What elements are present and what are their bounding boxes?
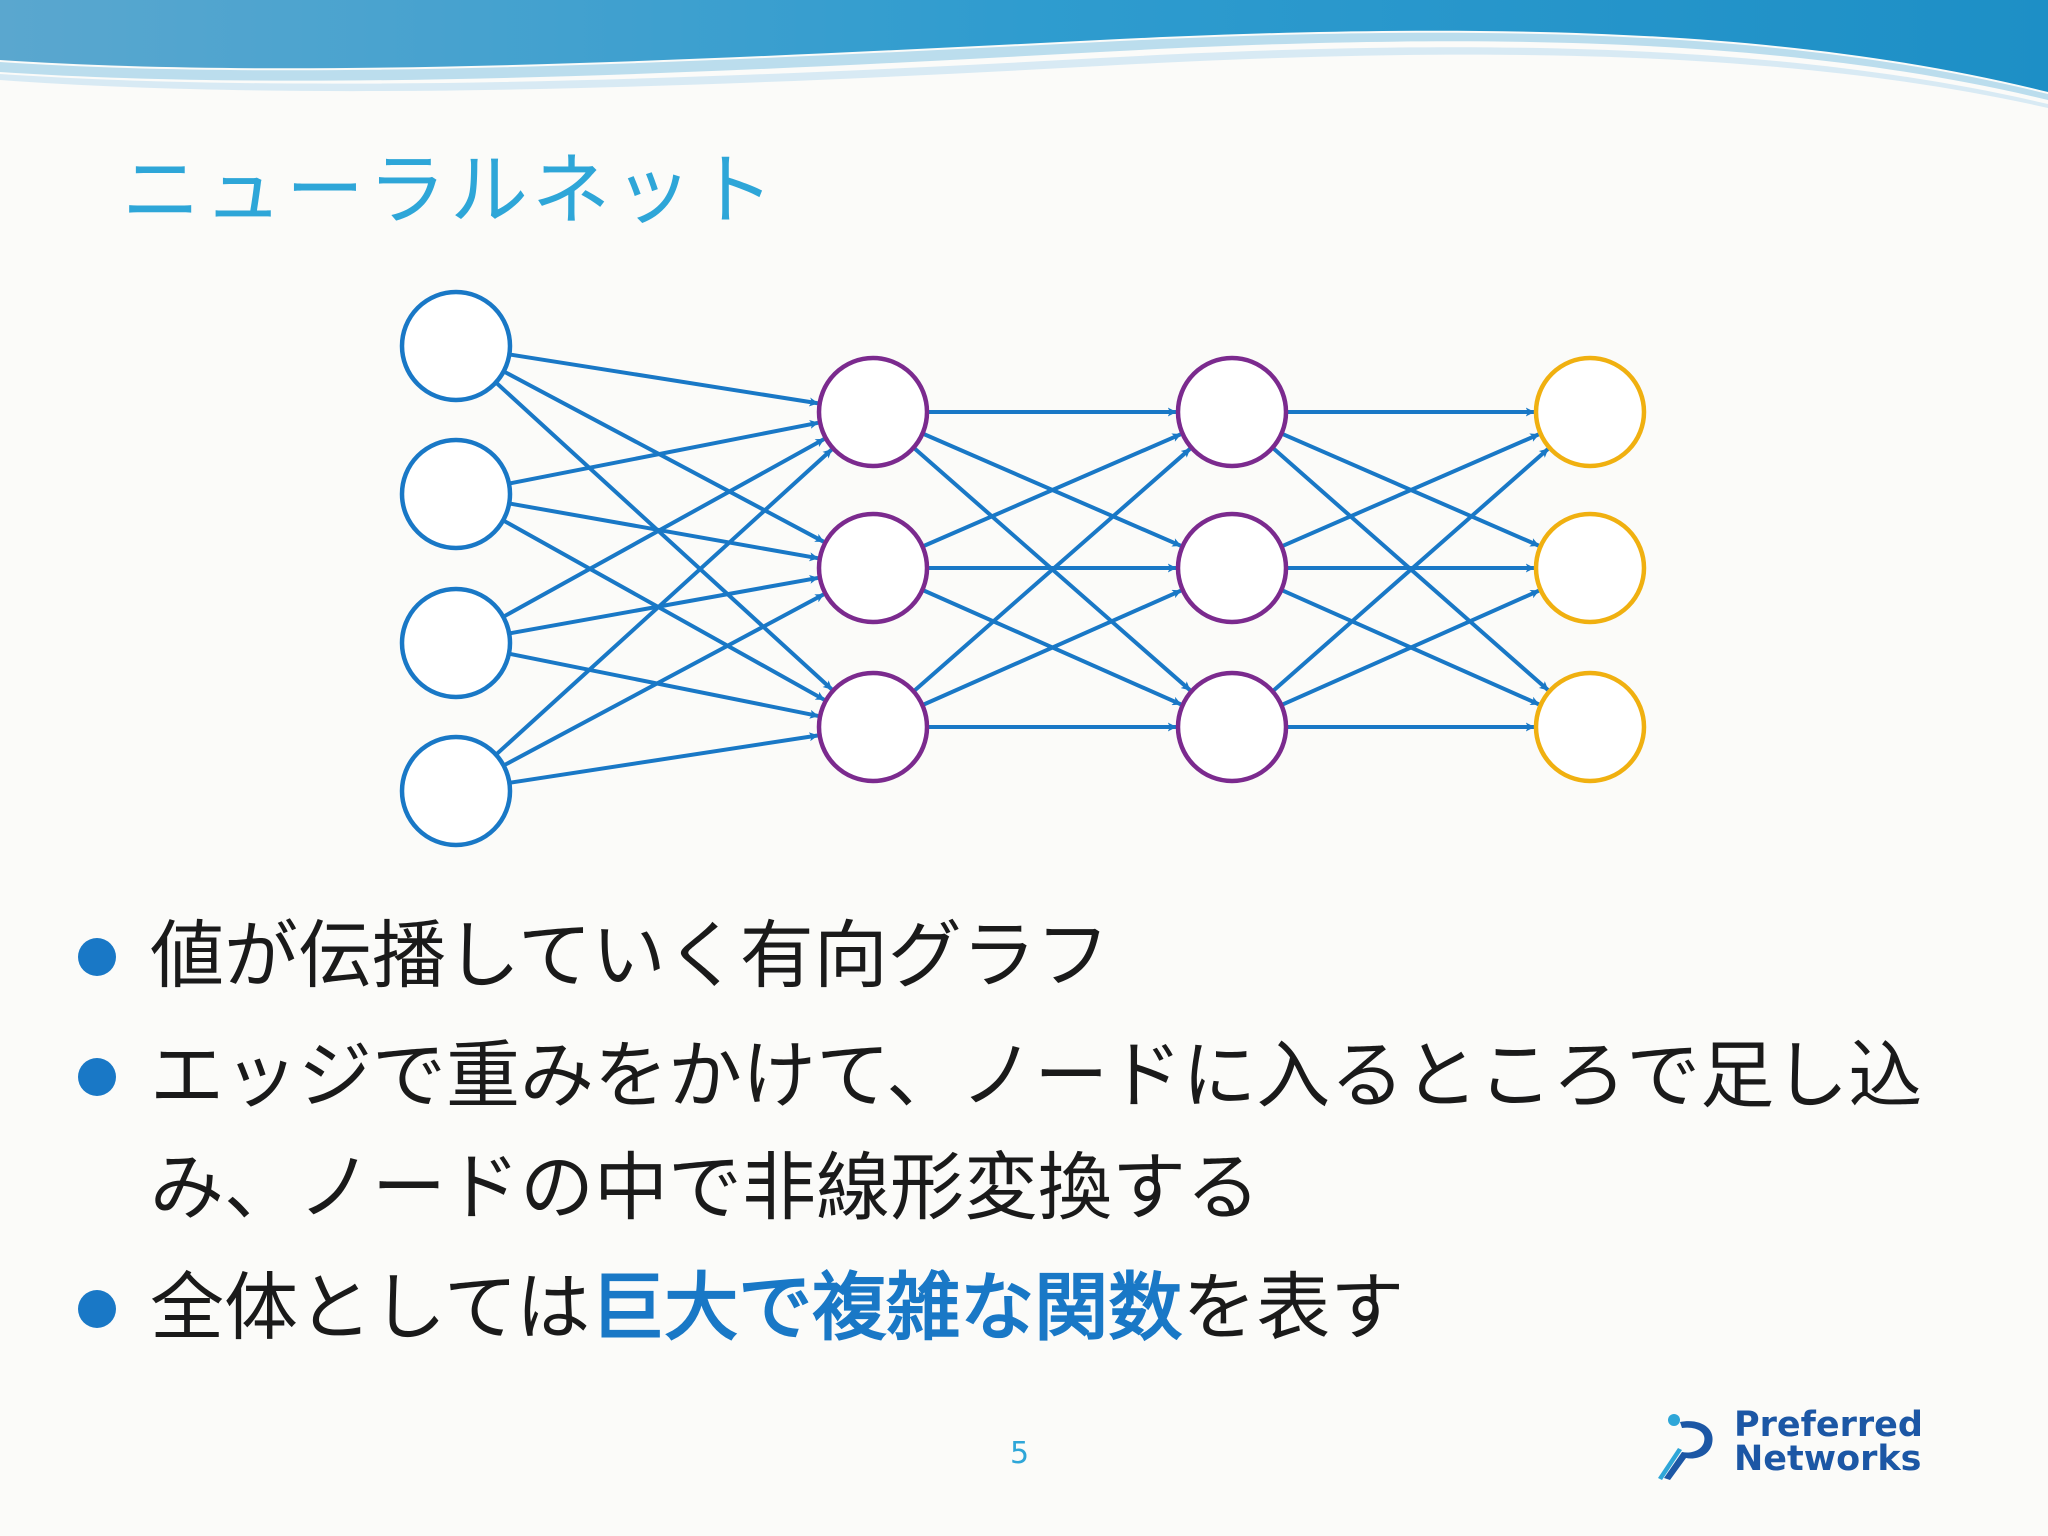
network-edge (494, 448, 833, 757)
network-edge (508, 501, 819, 562)
bullet-text: 値が伝播していく有向グラフ (150, 913, 1110, 999)
network-edge (912, 447, 1192, 693)
network-node-layer-1 (399, 437, 513, 551)
bullet-dot (78, 1290, 116, 1328)
network-edge (502, 518, 826, 702)
network-node-layer-2 (816, 355, 930, 469)
bullet-item: 値が伝播していく有向グラフ (70, 900, 2010, 1012)
network-edge (508, 419, 819, 486)
network-node-layer-3 (1175, 511, 1289, 625)
network-edge (502, 369, 825, 544)
bullet-item: エッジで重みをかけて、ノードに入るところで足し込み、ノードの中で非線形変換する (70, 1020, 2010, 1244)
network-edge (509, 732, 819, 785)
network-edge (509, 352, 819, 407)
network-edge (1271, 447, 1550, 693)
highlighted-text: 巨大で複雑な関数 (590, 1265, 1183, 1351)
network-node-layer-3 (1175, 670, 1289, 784)
network-edge (508, 651, 819, 719)
bullet-list: 値が伝播していく有向グラフ エッジで重みをかけて、ノードに入るところで足し込み、… (70, 900, 2010, 1364)
network-edge (921, 588, 1182, 707)
neural-network-diagram (399, 289, 1647, 848)
network-edge (1280, 588, 1540, 707)
bullet-dot (78, 1058, 116, 1096)
network-node-layer-2 (816, 511, 930, 625)
network-nodes (399, 289, 1647, 848)
company-logo: Preferred Networks (1652, 1408, 1962, 1482)
network-node-layer-1 (399, 289, 513, 403)
network-edge (921, 432, 1182, 549)
slide-title: ニューラルネット (122, 146, 779, 236)
network-edge (1280, 432, 1540, 549)
logo-text: Preferred Networks (1734, 1405, 1923, 1479)
network-edges (494, 352, 1550, 785)
network-node-layer-1 (399, 734, 513, 848)
page-number: 5 (1010, 1436, 1030, 1471)
bullet-item: 全体としては巨大で複雑な関数を表す (70, 1252, 2010, 1364)
network-node-layer-3 (1175, 355, 1289, 469)
network-edge (508, 574, 819, 636)
network-node-layer-4 (1533, 670, 1647, 784)
network-node-layer-2 (816, 670, 930, 784)
network-edge (494, 380, 834, 691)
bullet-text: エッジで重みをかけて、ノードに入るところで足し込み、ノードの中で非線形変換する (150, 1033, 1923, 1231)
header-wave (0, 0, 2048, 108)
bullet-text: を表す (1182, 1265, 1405, 1351)
network-node-layer-1 (399, 586, 513, 700)
network-edge (502, 437, 825, 619)
bullet-dot (78, 938, 116, 976)
logo-mark-icon (1658, 1414, 1713, 1480)
network-edge (502, 592, 825, 768)
network-node-layer-4 (1533, 355, 1647, 469)
bullet-text: 全体としては (150, 1265, 591, 1351)
network-node-layer-4 (1533, 511, 1647, 625)
logo-line-2: Networks (1734, 1439, 1922, 1479)
logo-line-1: Preferred (1734, 1405, 1923, 1445)
